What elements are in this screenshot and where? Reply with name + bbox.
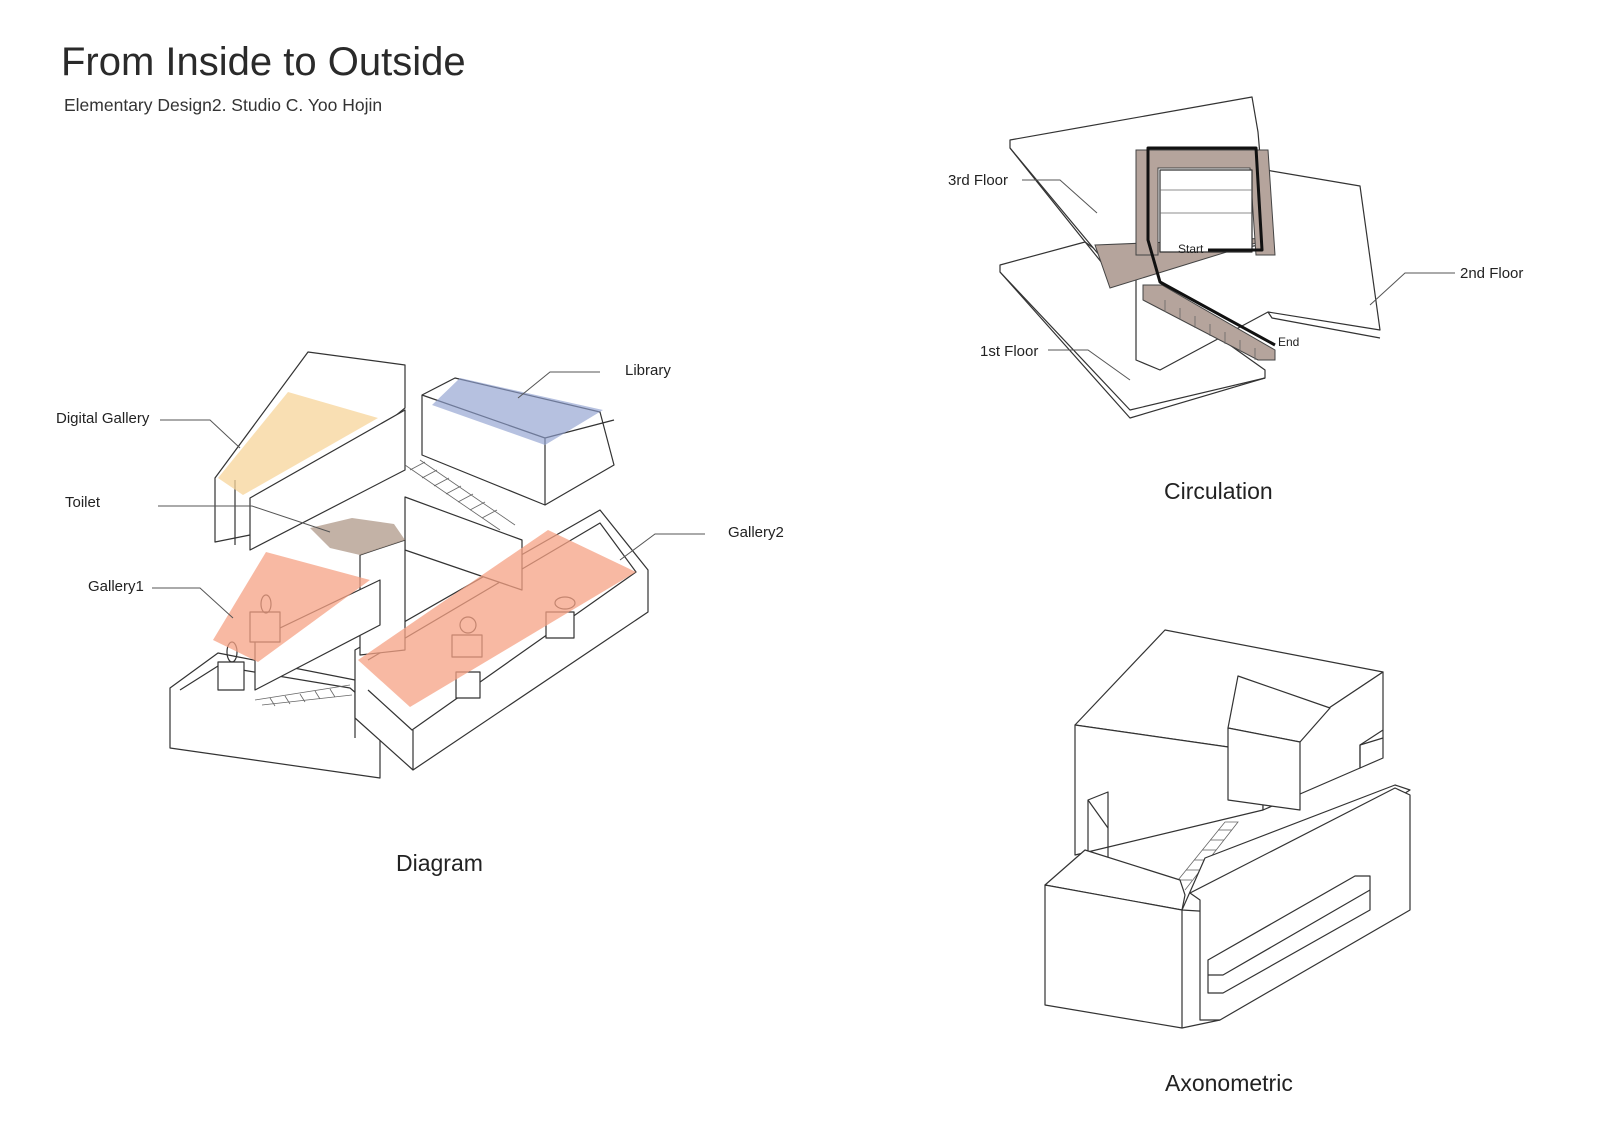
axonometric-caption: Axonometric: [1165, 1070, 1293, 1096]
central-stair: [404, 459, 516, 531]
toilet-label: Toilet: [65, 494, 101, 511]
library-leader: [517, 371, 600, 399]
toilet-leader: [158, 505, 331, 533]
page-subtitle: Elementary Design2. Studio C. Yoo Hojin: [64, 95, 383, 115]
start-label: Start: [1178, 242, 1204, 256]
lower-stair: [254, 684, 353, 707]
floor3-label: 3rd Floor: [948, 172, 1009, 189]
axo-front-left-wall: [1044, 884, 1183, 1029]
toilet-zone: [310, 518, 405, 555]
stair-void: [1159, 169, 1253, 253]
floor1-leader: [1048, 349, 1131, 381]
digital-gallery-leader: [160, 419, 241, 449]
gallery1-leader: [152, 587, 234, 619]
gallery2-label: Gallery2: [728, 524, 784, 541]
floor2-leader: [1369, 272, 1455, 306]
axo-inner-wall: [1227, 727, 1301, 811]
gallery1-zone: [213, 552, 370, 662]
floor1-label: 1st Floor: [980, 343, 1039, 360]
circulation-path: [1146, 146, 1276, 347]
end-label: End: [1278, 335, 1300, 349]
stair-lower-flight: [1142, 284, 1276, 361]
page-title: From Inside to Outside: [61, 40, 466, 84]
circulation-caption: Circulation: [1164, 478, 1273, 504]
gallery2-leader: [619, 533, 705, 561]
digital-gallery-zone: [218, 392, 378, 495]
digital-gallery-label: Digital Gallery: [56, 410, 150, 427]
floor3-leader: [1022, 179, 1098, 214]
gallery1-label: Gallery1: [88, 578, 144, 595]
floor2-label: 2nd Floor: [1460, 265, 1524, 282]
diagram-caption: Diagram: [396, 850, 483, 876]
library-label: Library: [625, 362, 671, 379]
gallery2-zone: [358, 530, 636, 707]
library-zone: [432, 378, 603, 445]
axo-front-window: [1207, 875, 1371, 994]
upper-left-wall: [249, 409, 406, 551]
